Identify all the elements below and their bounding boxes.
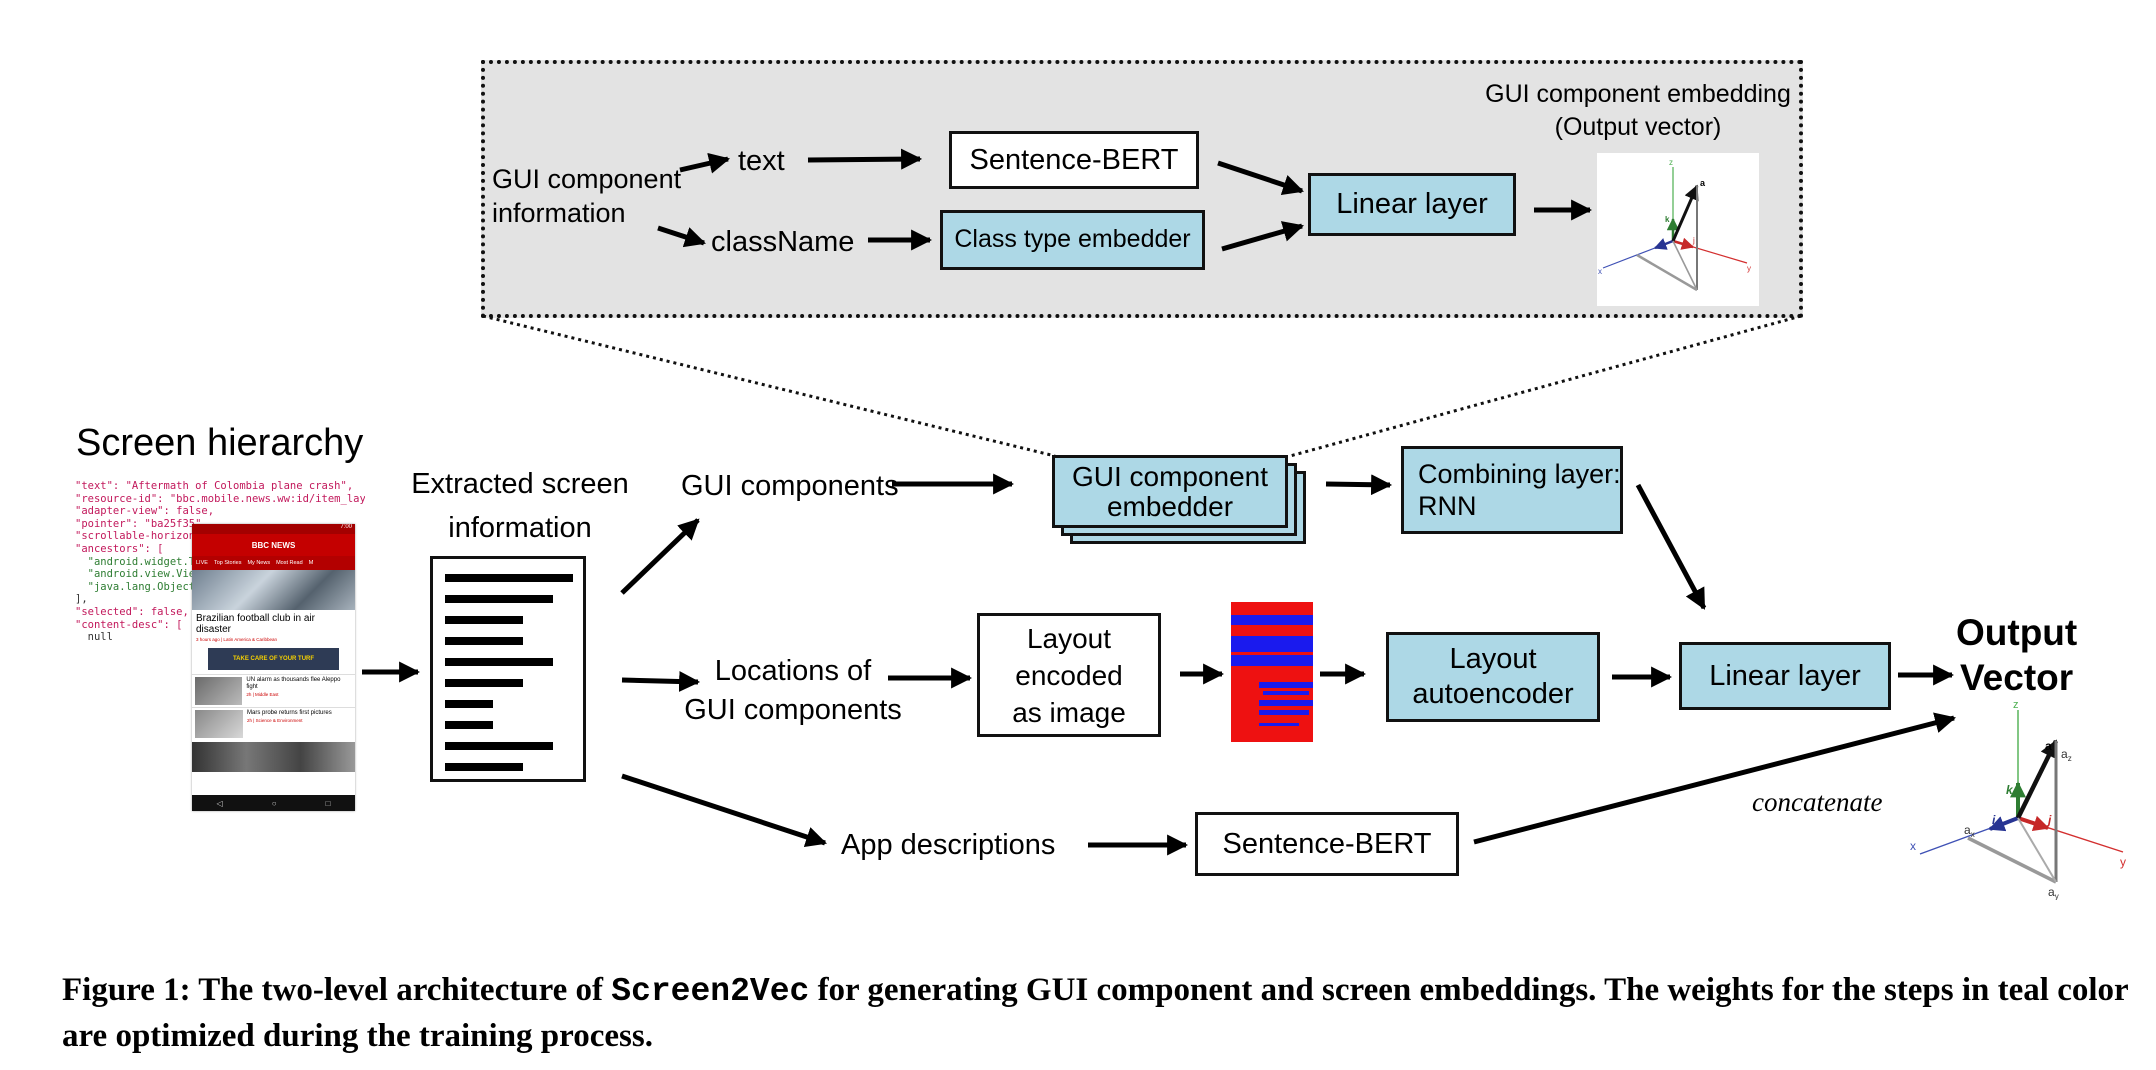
small-x-label: x	[1598, 267, 1602, 276]
a-label: a	[2045, 739, 2052, 753]
sentence-bert-box-main: Sentence-BERT	[1195, 812, 1459, 876]
arrow-extracted-to-gui	[620, 518, 700, 595]
caption-suffix: for generating GUI component and screen …	[62, 972, 2129, 1054]
phone-story2-title: Mars probe returns first pictures	[247, 710, 332, 716]
y-label: y	[2120, 855, 2126, 869]
small-j-vector	[1672, 237, 1695, 250]
zoom-panel	[481, 60, 1803, 318]
z-label: z	[2013, 700, 2019, 711]
arrow-cte-to-linear	[1221, 221, 1305, 252]
caption-system-name: Screen2Vec	[611, 973, 810, 1010]
screen-hierarchy-title: Screen hierarchy	[76, 422, 364, 464]
phone-story1-meta: 2h | Middle East	[246, 692, 279, 697]
combining-layer-box: Combining layer: RNN	[1401, 446, 1623, 534]
zoom-guide-lines	[482, 314, 1802, 458]
small-y-label: y	[1747, 264, 1751, 273]
layout-encoded-box: Layout encoded as image	[977, 613, 1161, 737]
output-vector-label: Output Vector	[1956, 612, 2078, 698]
small-a-label: a	[1700, 178, 1706, 188]
text-label: text	[738, 145, 785, 177]
phone-hero-image	[192, 570, 355, 610]
gui-component-embedder-stack: GUI component embedder	[1052, 455, 1307, 547]
layout-autoencoder-box: Layout autoencoder	[1386, 632, 1600, 722]
classname-label: className	[711, 226, 855, 258]
phone-promo: TAKE CARE OF YOUR TURF	[208, 648, 339, 670]
layout-image	[1231, 602, 1313, 742]
gui-component-embedding-title: GUI component embedding (Output vector)	[1485, 80, 1791, 141]
arrow-sbert-to-linear	[1217, 160, 1304, 195]
ax-label: ax	[1964, 823, 1975, 839]
j-label: j	[2046, 813, 2052, 827]
i-vector	[1988, 816, 2019, 832]
extracted-document-icon	[430, 556, 586, 782]
arrows	[362, 148, 1957, 856]
az-label: az	[2061, 747, 2072, 763]
phone-nav-bar: ◁○□	[192, 795, 355, 811]
gui-component-embedder-box: GUI component embedder	[1052, 455, 1288, 528]
arrow-embedder-to-rnn	[1325, 474, 1393, 496]
arrow-rnn-to-linear	[1635, 483, 1707, 610]
small-a-vector	[1671, 184, 1699, 242]
ay-label: ay	[2048, 885, 2059, 900]
concatenate-label: concatenate	[1752, 787, 1883, 817]
sentence-bert-box-zoom: Sentence-BERT	[949, 131, 1199, 189]
embedding-plot-small: z y x a k j	[1597, 153, 1759, 306]
x-label: x	[1910, 839, 1916, 853]
small-z-label: z	[1669, 158, 1673, 167]
arrow-info-to-classname	[657, 225, 706, 248]
figure-caption: Figure 1: The two-level architecture of …	[62, 968, 2132, 1058]
arrow-sbert-to-output	[1473, 712, 1957, 845]
j-vector	[2017, 815, 2050, 832]
k-label: k	[2006, 783, 2014, 797]
a-vector	[2015, 739, 2059, 819]
phone-status-bar: 7:00	[192, 524, 355, 534]
phone-meta: 3 hours ago | Latin America & Caribbean	[196, 637, 277, 642]
small-j-label: j	[1692, 236, 1695, 245]
gui-component-info-label: GUI component information	[492, 164, 682, 228]
arrow-text-to-sbert	[807, 148, 923, 170]
app-descriptions-label: App descriptions	[841, 829, 1056, 861]
arrow-extracted-to-locations	[621, 671, 701, 692]
i-label: i	[1992, 813, 1996, 827]
linear-layer-box-zoom: Linear layer	[1308, 173, 1516, 236]
arrow-extracted-to-app	[621, 773, 827, 848]
phone-app-bar: BBC NEWS	[192, 534, 355, 556]
output-vector-plot: z y x a az ay ax k j i	[1910, 700, 2126, 900]
linear-layer-box-main: Linear layer	[1679, 642, 1891, 710]
phone-story2-meta: 2h | Science & Environment	[247, 718, 303, 723]
gui-components-label: GUI components	[681, 470, 899, 502]
arrow-info-to-text	[679, 152, 731, 174]
phone-headline: Brazilian football club in air disaster	[196, 613, 315, 635]
small-i-vector	[1653, 238, 1674, 250]
caption-prefix: Figure 1: The two-level architecture of	[62, 972, 612, 1008]
locations-label: Locations of GUI components	[684, 655, 902, 726]
small-k-label: k	[1665, 215, 1670, 224]
extracted-info-label: Extracted screen information	[411, 468, 629, 544]
class-type-embedder-box: Class type embedder	[940, 210, 1205, 270]
hierarchy-code: "text": "Aftermath of Colombia plane cra…	[75, 480, 365, 640]
phone-story1-title: UN alarm as thousands flee Aleppo fight	[246, 677, 341, 690]
